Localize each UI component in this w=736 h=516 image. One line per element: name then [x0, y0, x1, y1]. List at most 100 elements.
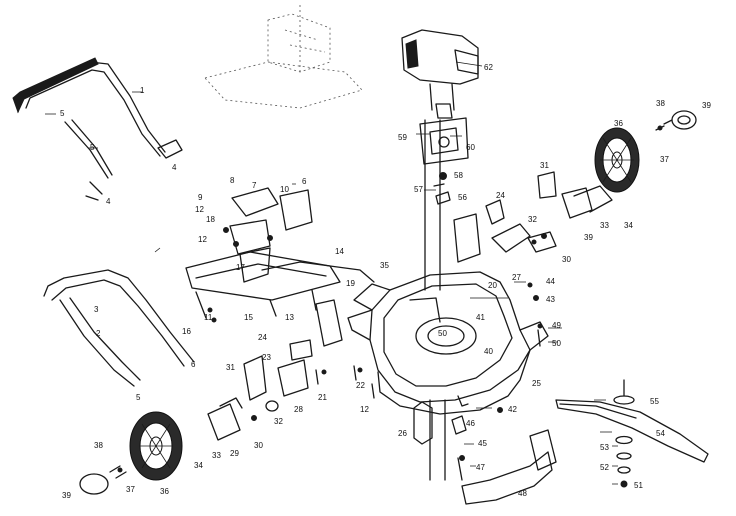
callout-32b: 32	[274, 417, 283, 426]
callout-25: 25	[532, 379, 541, 388]
callout-41: 41	[476, 313, 485, 322]
callout-49: 49	[552, 321, 561, 330]
upper-handle	[12, 57, 183, 201]
callout-48: 48	[518, 489, 527, 498]
callout-53: 53	[600, 443, 609, 452]
fuel-tank	[401, 29, 479, 111]
rear-wheel-upper	[594, 127, 640, 193]
callout-3: 3	[94, 305, 99, 314]
callout-21: 21	[318, 393, 327, 402]
callout-14: 14	[335, 247, 344, 256]
callout-36b: 36	[160, 487, 169, 496]
callout-45: 45	[478, 439, 487, 448]
callout-labels: 1 2 3 4 4 5 5 5 6 6 7 8 9 10 11 12 12 12…	[60, 63, 711, 500]
callout-36a: 36	[614, 119, 623, 128]
callout-12b: 12	[198, 235, 207, 244]
handle-bracket-assembly	[223, 187, 313, 283]
callout-39a: 39	[702, 101, 711, 110]
wheel-bracket-upper	[453, 171, 613, 263]
callout-27: 27	[512, 273, 521, 282]
callout-47: 47	[476, 463, 485, 472]
callout-17: 17	[236, 263, 245, 272]
callout-33a: 33	[600, 221, 609, 230]
callout-5c: 5	[136, 393, 141, 402]
callout-43: 43	[546, 295, 555, 304]
callout-leaders	[45, 61, 618, 485]
callout-8: 8	[230, 176, 235, 185]
deck-bolts	[315, 282, 543, 413]
engine-outline	[204, 5, 363, 109]
rear-axle-assembly	[185, 251, 375, 323]
callout-50a: 50	[438, 329, 447, 338]
callout-19: 19	[346, 279, 355, 288]
callout-37a: 37	[660, 155, 669, 164]
callout-42: 42	[508, 405, 517, 414]
callout-54: 54	[656, 429, 665, 438]
mounting-plate	[419, 103, 469, 165]
callout-30a: 30	[562, 255, 571, 264]
callout-58: 58	[454, 171, 463, 180]
callout-57: 57	[414, 185, 423, 194]
callout-52: 52	[600, 463, 609, 472]
wheel-bracket-lower	[207, 299, 343, 441]
shaft-fittings	[433, 172, 451, 205]
callout-44: 44	[546, 277, 555, 286]
wheel-hardware-upper	[655, 110, 697, 131]
blade-adapter-stack	[613, 379, 635, 488]
callout-46: 46	[466, 419, 475, 428]
callout-2: 2	[96, 329, 101, 338]
callout-12a: 12	[195, 205, 204, 214]
front-wheel-lower	[129, 411, 183, 481]
callout-6b: 6	[191, 360, 196, 369]
callout-51: 51	[634, 481, 643, 490]
callout-30b: 30	[254, 441, 263, 450]
callout-5b: 5	[90, 143, 95, 152]
shaft-spacers	[451, 415, 467, 461]
callout-23: 23	[262, 353, 271, 362]
callout-33b: 33	[212, 451, 221, 460]
callout-9: 9	[198, 193, 203, 202]
callout-34a: 34	[624, 221, 633, 230]
callout-5a: 5	[60, 109, 65, 118]
callout-40: 40	[484, 347, 493, 356]
rear-deflector	[457, 429, 557, 505]
wheel-hardware-lower	[79, 465, 127, 495]
callout-24b: 24	[258, 333, 267, 342]
callout-4a: 4	[172, 163, 177, 172]
callout-35: 35	[380, 261, 389, 270]
callout-4b: 4	[106, 197, 111, 206]
cutting-blade	[555, 399, 709, 463]
callout-56: 56	[458, 193, 467, 202]
crankshaft-axis	[413, 119, 446, 481]
callout-32a: 32	[528, 215, 537, 224]
callout-39b: 39	[584, 233, 593, 242]
callout-16: 16	[182, 327, 191, 336]
callout-12c: 12	[360, 405, 369, 414]
callout-28: 28	[294, 405, 303, 414]
callout-34b: 34	[194, 461, 203, 470]
callout-50b: 50	[552, 339, 561, 348]
callout-29: 29	[230, 449, 239, 458]
callout-31b: 31	[226, 363, 235, 372]
callout-37b: 37	[126, 485, 135, 494]
callout-55: 55	[650, 397, 659, 406]
callout-39c: 39	[62, 491, 71, 500]
callout-60: 60	[466, 143, 475, 152]
callout-20: 20	[488, 281, 497, 290]
callout-18: 18	[206, 215, 215, 224]
callout-10: 10	[280, 185, 289, 194]
callout-38b: 38	[94, 441, 103, 450]
callout-6a: 6	[302, 177, 307, 186]
callout-1: 1	[140, 86, 145, 95]
callout-31a: 31	[540, 161, 549, 170]
lower-handle	[43, 269, 195, 387]
callout-26: 26	[398, 429, 407, 438]
callout-62: 62	[484, 63, 493, 72]
callout-38a: 38	[656, 99, 665, 108]
callout-11: 11	[204, 313, 213, 322]
callout-15: 15	[244, 313, 253, 322]
callout-13: 13	[285, 313, 294, 322]
callout-24a: 24	[496, 191, 505, 200]
